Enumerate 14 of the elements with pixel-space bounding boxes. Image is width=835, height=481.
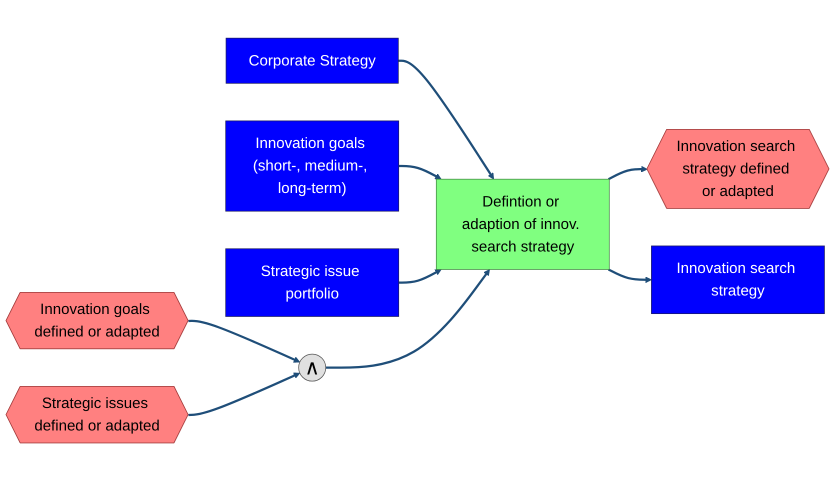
node-circle: ∧ [298,354,326,382]
arrow [326,269,490,369]
node-box: Defintion or adaption of innov. search strategy [436,178,610,270]
arrow [608,166,648,180]
node-box: Corporate Strategy [226,38,399,84]
arrow [398,60,494,180]
arrow [188,372,300,416]
node-box: Innovation search strategy [651,246,825,314]
arrow [398,269,442,284]
node-box: Strategic issue portfolio [225,248,400,317]
arrow [188,320,300,363]
arrow [608,268,652,284]
node-box: Innovation goals (short-, medium-, long-term) [225,120,400,212]
arrow [398,164,442,180]
